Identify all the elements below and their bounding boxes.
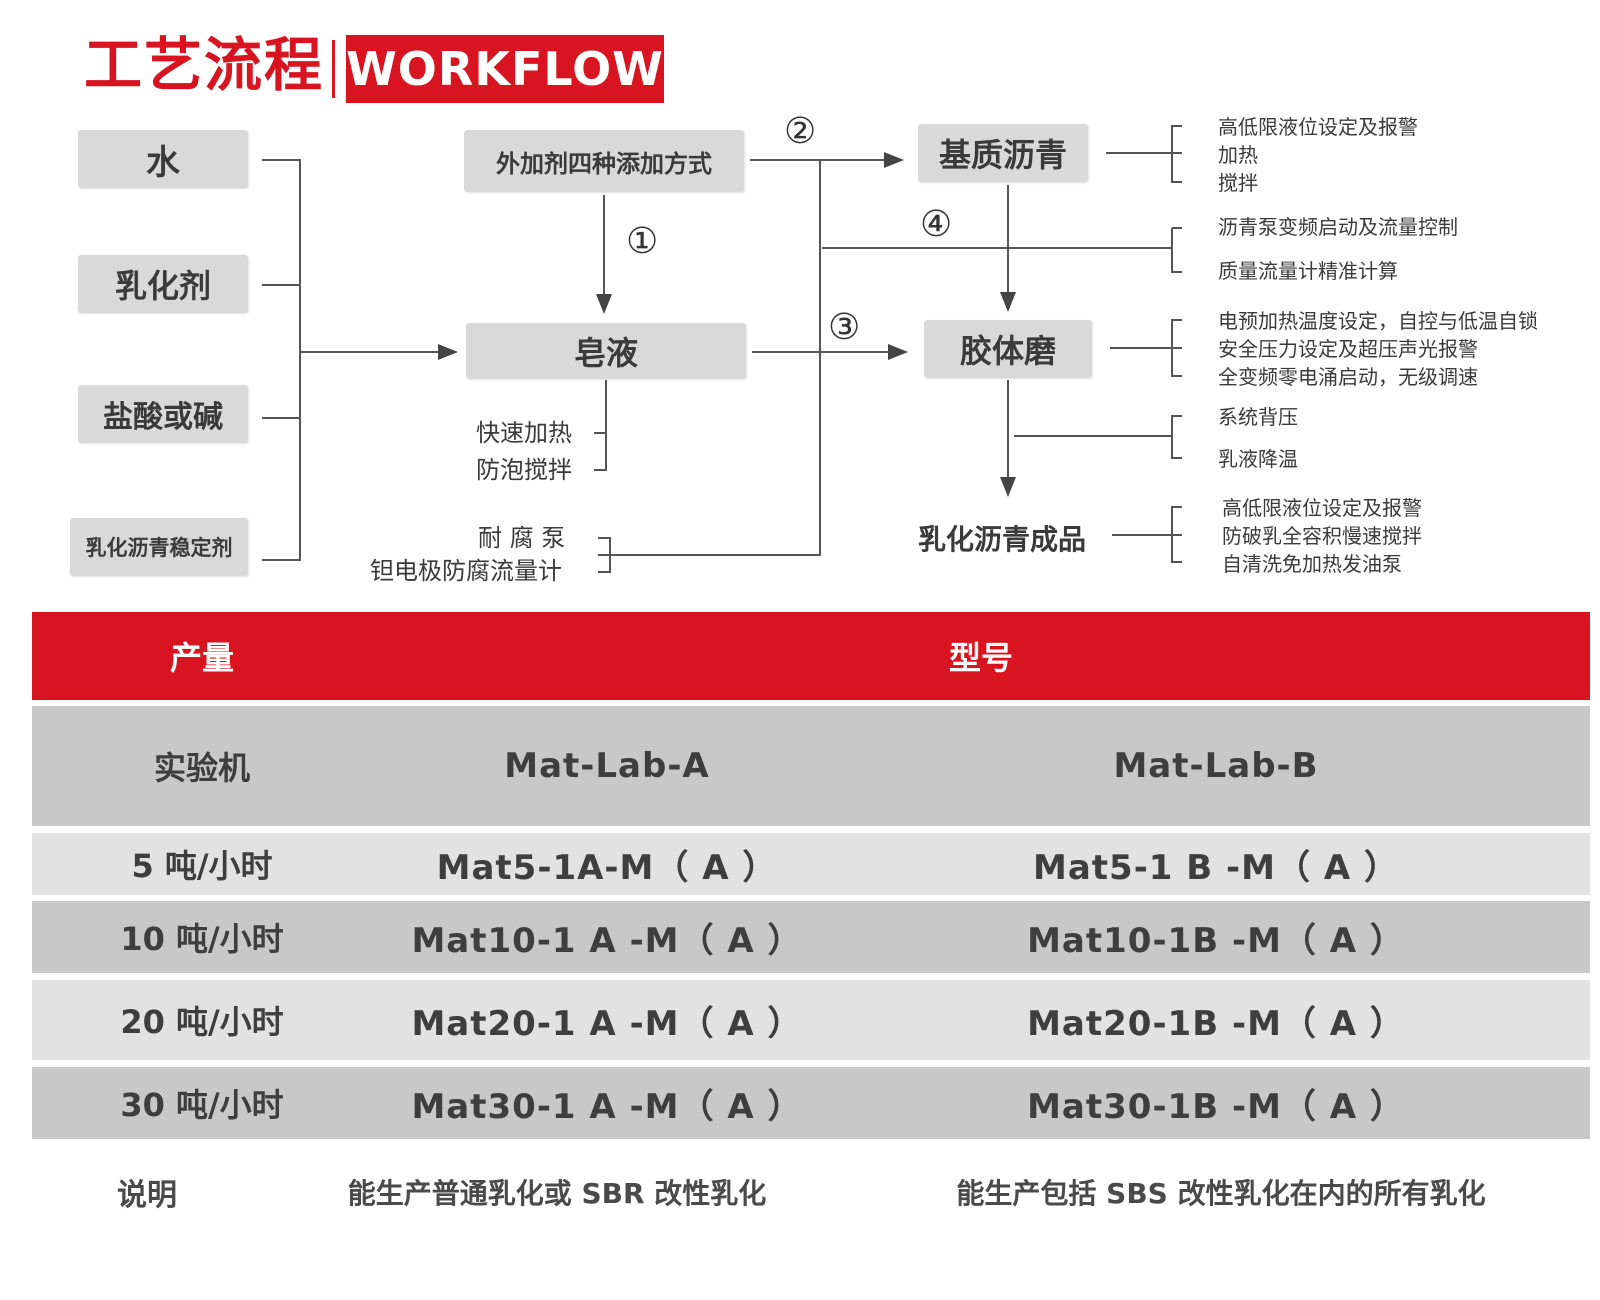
marker-2: ② <box>784 111 817 152</box>
row-model-a: Mat10-1 A -M（ A ） <box>411 920 803 961</box>
pump-feature-flowmeter: 钽电极防腐流量计 <box>370 557 562 585</box>
soap-feature-antifoam: 防泡搅拌 <box>476 456 572 484</box>
input-acid-alkali-box: 盐酸或碱 <box>78 385 248 443</box>
mill-output-cooling: 乳液降温 <box>1218 447 1298 471</box>
product-feature-level: 高低限液位设定及报警 <box>1222 496 1422 520</box>
product-feature-stirring: 防破乳全容积慢速搅拌 <box>1222 524 1422 548</box>
mill-output-backpressure: 系统背压 <box>1218 405 1298 429</box>
row-model-b: Mat30-1B -M（ A ） <box>1027 1086 1405 1127</box>
header-capacity: 产量 <box>169 639 234 677</box>
asphalt-feature-stirring: 搅拌 <box>1218 171 1258 195</box>
note-label: 说明 <box>117 1178 177 1213</box>
pump-control-vfd: 沥青泵变频启动及流量控制 <box>1218 215 1458 239</box>
soap-feature-heating: 快速加热 <box>476 419 572 447</box>
table-row: 5 吨/小时 Mat5-1A-M（ A ） Mat5-1 B -M（ A ） <box>32 833 1590 895</box>
row-model-b: Mat5-1 B -M（ A ） <box>1033 847 1399 888</box>
mill-feature-vfd: 全变频零电涌启动，无级调速 <box>1218 365 1478 389</box>
note-model-a: 能生产普通乳化或 SBR 改性乳化 <box>347 1177 767 1210</box>
row-model-b: Mat10-1B -M（ A ） <box>1027 920 1405 961</box>
page-title: 工艺流程 <box>84 31 325 99</box>
row-capacity: 5 吨/小时 <box>131 847 273 885</box>
table-row: 20 吨/小时 Mat20-1 A -M（ A ） Mat20-1B -M（ A… <box>32 980 1590 1060</box>
row-model-a: Mat30-1 A -M（ A ） <box>411 1086 803 1127</box>
asphalt-feature-level: 高低限液位设定及报警 <box>1218 115 1418 139</box>
asphalt-feature-heating: 加热 <box>1218 143 1258 167</box>
row-model-a: Mat20-1 A -M（ A ） <box>411 1003 803 1044</box>
mill-feature-pressure: 安全压力设定及超压声光报警 <box>1218 337 1478 361</box>
pump-feature-pump: 耐 腐 泵 <box>478 524 566 552</box>
header-model: 型号 <box>948 639 1013 677</box>
row-model-a: Mat5-1A-M（ A ） <box>436 847 778 888</box>
table-header: 产量 型号 <box>32 612 1590 700</box>
additive-box: 外加剂四种添加方式 <box>464 130 744 192</box>
row-capacity: 实验机 <box>153 749 250 787</box>
pump-control-massflow: 质量流量计精准计算 <box>1218 259 1398 283</box>
row-model-a: Mat-Lab-A <box>504 746 710 786</box>
product-feature-pump: 自清洗免加热发油泵 <box>1222 552 1402 576</box>
colloid-mill-box: 胶体磨 <box>924 320 1092 378</box>
table-note-row: 说明 能生产普通乳化或 SBR 改性乳化 能生产包括 SBS 改性乳化在内的所有… <box>32 1160 1590 1224</box>
title-divider <box>332 40 335 98</box>
table-row: 30 吨/小时 Mat30-1 A -M（ A ） Mat30-1B -M（ A… <box>32 1067 1590 1139</box>
row-model-b: Mat-Lab-B <box>1113 746 1319 786</box>
soap-box: 皂液 <box>466 323 746 379</box>
base-asphalt-box: 基质沥青 <box>918 124 1088 182</box>
product-label: 乳化沥青成品 <box>918 523 1087 556</box>
row-model-b: Mat20-1B -M（ A ） <box>1027 1003 1405 1044</box>
table-row: 10 吨/小时 Mat10-1 A -M（ A ） Mat10-1B -M（ A… <box>32 901 1590 973</box>
note-model-b: 能生产包括 SBS 改性乳化在内的所有乳化 <box>956 1177 1486 1210</box>
row-capacity: 10 吨/小时 <box>120 920 284 958</box>
marker-4: ④ <box>920 204 953 245</box>
input-water-box: 水 <box>78 130 248 188</box>
row-capacity: 30 吨/小时 <box>120 1086 284 1124</box>
marker-1: ① <box>626 221 659 262</box>
marker-3: ③ <box>828 307 861 348</box>
row-capacity: 20 吨/小时 <box>120 1003 284 1041</box>
input-stabilizer-box: 乳化沥青稳定剂 <box>70 518 248 576</box>
mill-feature-preheat: 电预加热温度设定，自控与低温自锁 <box>1218 309 1538 333</box>
input-emulsifier-box: 乳化剂 <box>78 255 248 313</box>
title-banner: WORKFLOW <box>346 35 664 103</box>
table-row: 实验机 Mat-Lab-A Mat-Lab-B <box>32 706 1590 826</box>
